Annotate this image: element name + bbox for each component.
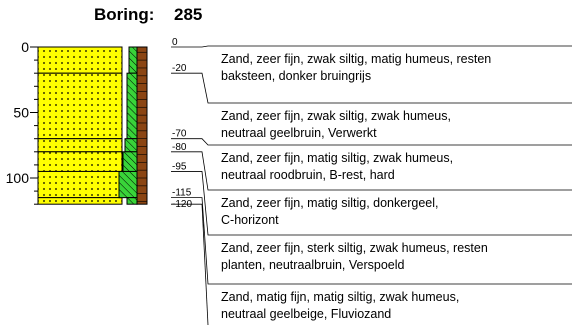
sand-layer-1 (37, 72, 123, 140)
description-line: Zand, zeer fijn, zwak siltig, matig hume… (221, 52, 492, 66)
layer-description-0: Zand, zeer fijn, zwak siltig, matig hume… (221, 51, 491, 85)
layer-description-1: Zand, zeer fijn, zwak siltig, zwak humeu… (221, 108, 451, 142)
layer-description-2: Zand, zeer fijn, matig siltig, zwak hume… (221, 150, 453, 184)
silt-layer-0 (128, 46, 138, 74)
silt-layer-3 (122, 151, 138, 172)
description-line: neutraal geelbruin, Verwerkt (221, 126, 377, 140)
description-line: baksteen, donker bruingrijs (221, 69, 372, 83)
layer-connector-2 (171, 138, 572, 146)
depth-label-4: -95 (172, 161, 187, 172)
description-line: Zand, zeer fijn, matig siltig, donkergee… (221, 196, 439, 210)
description-line: C-horizont (221, 213, 279, 227)
description-line: planten, neutraalbruin, Verspoeld (221, 258, 405, 272)
depth-label-2: -70 (172, 129, 187, 140)
boring-title: Boring: 285 (94, 5, 202, 25)
description-line: neutraal geelbeige, Fluviozand (221, 307, 392, 321)
sand-layer-0 (37, 46, 123, 74)
boring-label: Boring: (94, 5, 155, 24)
end-depth-label: -120 (172, 199, 192, 210)
sand-layer-2 (37, 138, 123, 153)
axis-tick-label: 0 (21, 39, 29, 55)
layer-connector-4 (171, 171, 572, 236)
description-line: Zand, zeer fijn, sterk siltig, zwak hume… (221, 241, 488, 255)
layer-description-5: Zand, matig fijn, matig siltig, zwak hum… (221, 289, 459, 323)
silt-layer-5 (126, 197, 138, 205)
layer-description-3: Zand, zeer fijn, matig siltig, donkergee… (221, 195, 438, 229)
description-line: Zand, zeer fijn, zwak siltig, zwak humeu… (221, 109, 451, 123)
layer-connector-5 (171, 197, 572, 285)
silt-layer-4 (118, 170, 138, 199)
description-line: Zand, matig fijn, matig siltig, zwak hum… (221, 290, 460, 304)
layer-connector-0 (171, 45, 572, 48)
layer-description-4: Zand, zeer fijn, sterk siltig, zwak hume… (221, 240, 488, 274)
end-connector (201, 204, 209, 325)
description-line: Zand, zeer fijn, matig siltig, zwak hume… (221, 151, 454, 165)
axis-tick-label: 100 (6, 170, 30, 186)
layer-connector-1 (171, 72, 572, 104)
silt-layer-2 (124, 138, 138, 153)
boring-number: 285 (174, 5, 203, 24)
depth-label-5: -115 (172, 188, 192, 199)
sand-layer-5 (37, 197, 123, 205)
description-line: neutraal roodbruin, B-rest, hard (221, 168, 395, 182)
depth-label-1: -20 (172, 63, 187, 74)
depth-label-0: 0 (172, 37, 178, 48)
humus-column (136, 46, 148, 205)
sand-layer-3 (37, 151, 123, 172)
layer-connector-3 (171, 151, 572, 191)
depth-label-3: -80 (172, 142, 187, 153)
silt-layer-1 (126, 72, 138, 140)
sand-layer-4 (37, 170, 123, 199)
axis-tick-label: 50 (13, 105, 29, 121)
